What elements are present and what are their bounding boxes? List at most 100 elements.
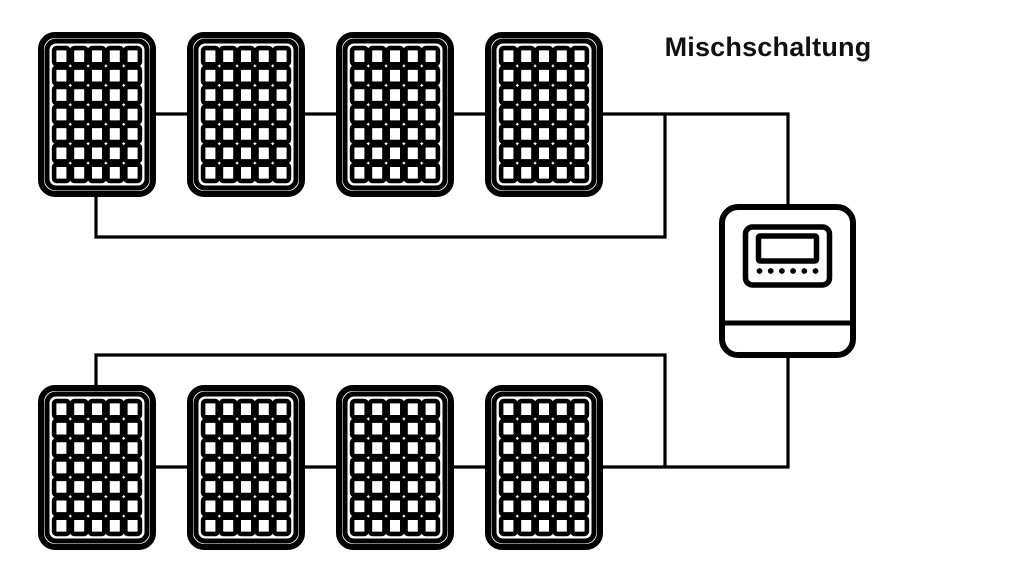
panel-cell <box>569 65 590 87</box>
panel-cell <box>123 495 143 517</box>
panel-cell <box>569 515 590 537</box>
panel-bottom-3[interactable] <box>336 385 454 550</box>
panel-cell <box>516 65 536 87</box>
panel-cell-grid <box>349 45 441 184</box>
panel-cell <box>349 104 370 125</box>
panel-cell <box>367 104 387 125</box>
panel-cell <box>552 457 572 478</box>
inverter-indicator-dot <box>790 268 796 274</box>
panel-cell <box>254 437 274 459</box>
panel-cell <box>218 476 238 498</box>
panel-cell <box>105 495 125 517</box>
panel-cell <box>367 437 387 459</box>
panel-cell <box>236 104 256 125</box>
panel-cell <box>87 515 107 537</box>
panel-cell <box>271 515 292 537</box>
panel-cell <box>271 495 292 517</box>
panel-cell <box>403 495 423 517</box>
panel-cell <box>200 142 221 164</box>
panel-cell <box>349 162 370 184</box>
panel-cell <box>105 65 125 87</box>
panel-cell <box>123 84 143 106</box>
panel-cell <box>105 45 125 67</box>
panel-cell <box>420 84 441 106</box>
panel-cell <box>51 398 71 420</box>
panel-cell <box>87 437 107 459</box>
panel-cell <box>271 104 292 125</box>
page-title: Mischschaltung <box>665 32 872 62</box>
panel-cell <box>236 162 256 184</box>
panel-cell <box>69 457 89 478</box>
panel-cell <box>271 84 292 106</box>
panel-bottom-4[interactable] <box>485 385 603 550</box>
panel-cell <box>236 437 256 459</box>
panel-cell <box>51 437 71 459</box>
panel-cell <box>516 437 536 459</box>
panel-cell <box>403 515 423 537</box>
panel-cell <box>218 123 238 145</box>
panel-cell <box>349 65 370 87</box>
panel-cell <box>87 162 107 184</box>
panel-cell <box>552 65 572 87</box>
panel-top-1[interactable] <box>38 32 156 197</box>
panel-top-2[interactable] <box>187 32 305 197</box>
panel-cell <box>420 418 441 440</box>
panel-string-bottom <box>38 385 603 550</box>
panel-cell <box>569 162 590 184</box>
panel-cell <box>218 418 238 440</box>
panel-top-4[interactable] <box>485 32 603 197</box>
panel-cell <box>385 142 405 164</box>
panel-cell <box>367 515 387 537</box>
panel-cell <box>236 65 256 87</box>
panel-cell <box>69 123 89 145</box>
panel-cell <box>552 418 572 440</box>
panel-cell <box>498 515 519 537</box>
inverter[interactable] <box>719 204 856 358</box>
panel-cell <box>367 457 387 478</box>
panel-cell <box>534 457 554 478</box>
panel-cell <box>87 418 107 440</box>
inverter-screen <box>755 233 820 264</box>
panel-cell <box>87 104 107 125</box>
panel-bottom-2[interactable] <box>187 385 305 550</box>
panel-cell <box>236 123 256 145</box>
panel-cell <box>403 398 423 420</box>
panel-cell <box>420 476 441 498</box>
panel-cell <box>385 104 405 125</box>
panel-cell <box>498 45 519 67</box>
panel-cell <box>385 65 405 87</box>
panel-cell <box>51 162 71 184</box>
panel-cell <box>569 45 590 67</box>
panel-cell <box>552 162 572 184</box>
panel-top-3[interactable] <box>336 32 454 197</box>
panel-cell <box>254 495 274 517</box>
panel-cell <box>498 457 519 478</box>
panel-cell <box>218 495 238 517</box>
panel-cell <box>236 84 256 106</box>
panel-cell <box>569 142 590 164</box>
panel-cell <box>516 123 536 145</box>
panel-cell <box>254 45 274 67</box>
panel-cell <box>420 123 441 145</box>
panel-cell <box>200 457 221 478</box>
panel-cell <box>385 476 405 498</box>
panel-cell <box>271 457 292 478</box>
panel-cell <box>367 65 387 87</box>
panel-cell <box>498 162 519 184</box>
panel-cell <box>254 84 274 106</box>
panel-cell <box>236 418 256 440</box>
panel-cell <box>69 45 89 67</box>
panel-cell <box>123 123 143 145</box>
panel-cell <box>385 495 405 517</box>
panel-cell <box>218 65 238 87</box>
wire-top-string-positive-to-inverter <box>603 112 790 207</box>
panel-bottom-1[interactable] <box>38 385 156 550</box>
panel-cell <box>69 104 89 125</box>
panel-cell <box>349 476 370 498</box>
panel-cell <box>385 84 405 106</box>
panel-cell <box>569 84 590 106</box>
panel-cell <box>200 84 221 106</box>
panel-cell <box>552 104 572 125</box>
